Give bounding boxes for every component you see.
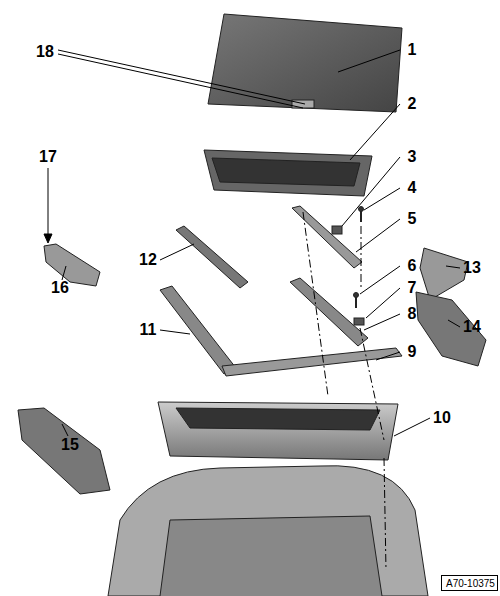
- figure-id-box: A70-10375: [441, 575, 498, 591]
- callout-number: 7: [408, 280, 417, 296]
- rail: [176, 226, 248, 288]
- callout-number: 9: [408, 344, 417, 360]
- bracket: [290, 278, 368, 346]
- rail: [160, 286, 236, 374]
- callout-number: 8: [408, 306, 417, 322]
- callout-number: 6: [408, 258, 417, 274]
- callout-number: 14: [463, 319, 481, 335]
- callout-number: 10: [433, 410, 451, 426]
- cross-member: [222, 348, 402, 376]
- vehicle-body: [108, 466, 428, 596]
- callout-number: 13: [463, 260, 481, 276]
- trim-bracket: [420, 248, 468, 300]
- callout-number: 4: [408, 180, 417, 196]
- leader-lines: [44, 50, 460, 436]
- assembly-lines: [303, 212, 386, 570]
- callout-number: 11: [140, 322, 157, 338]
- storage-tray: [204, 150, 372, 196]
- callout-number: 18: [36, 44, 54, 60]
- callout-number: 2: [408, 96, 417, 112]
- callout-number: 3: [408, 149, 417, 165]
- callout-number: 12: [139, 252, 157, 268]
- callout-number: 5: [408, 211, 417, 227]
- side-trim: [416, 292, 486, 366]
- callout-number: 15: [61, 437, 79, 453]
- callout-number: 16: [51, 280, 69, 296]
- side-trim: [18, 408, 110, 494]
- figure-id: A70-10375: [446, 578, 493, 590]
- floor-cover: [208, 14, 402, 112]
- callout-number: 17: [39, 149, 57, 165]
- floor-tub: [158, 402, 398, 460]
- callout-number: 1: [408, 42, 417, 58]
